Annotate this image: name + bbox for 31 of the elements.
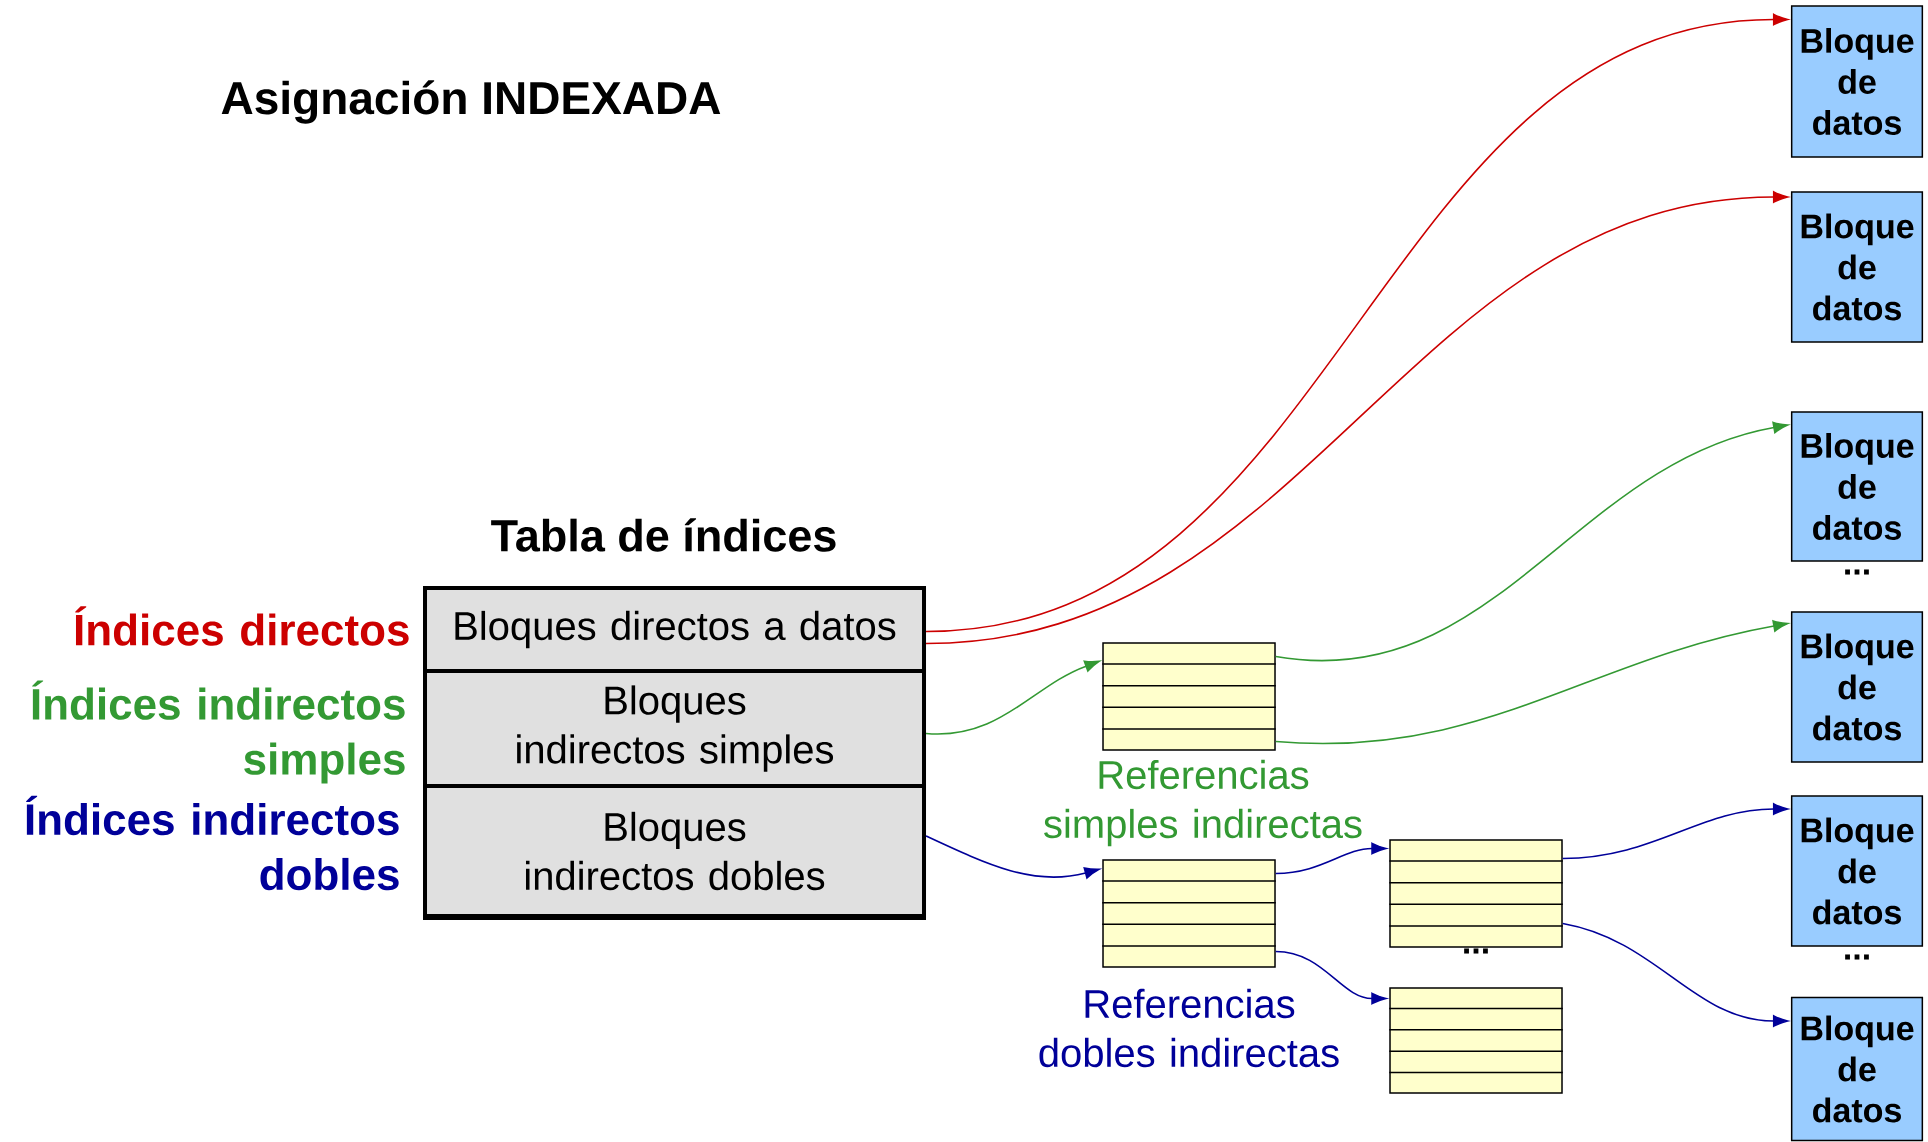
side-label: Índices indirectos simples (32, 680, 405, 784)
arrow (1274, 842, 1387, 875)
reference-block (1388, 839, 1564, 948)
arrow (1561, 803, 1789, 860)
ellipsis: ... (1845, 569, 1869, 575)
arrow (1274, 421, 1789, 662)
ellipsis: ... (1845, 954, 1869, 960)
data-block: Bloque de datos (1790, 996, 1924, 1142)
arrow (925, 13, 1789, 633)
arrow (925, 835, 1100, 879)
data-block: Bloque de datos (1790, 611, 1924, 763)
title: Asignación INDEXADA (221, 80, 721, 124)
arrow (1274, 950, 1387, 1005)
ellipsis: ... (1464, 948, 1488, 954)
side-label: Índices indirectos dobles (26, 795, 399, 891)
table-row: Bloques indirectos dobles (423, 784, 926, 918)
block-caption: Referencias simples indirectas (1044, 759, 1362, 847)
data-block: Bloque de datos (1790, 191, 1924, 343)
reference-block (1388, 987, 1564, 1094)
table-row: Bloques indirectos simples (423, 669, 926, 788)
data-block: Bloque de datos (1790, 5, 1924, 158)
data-block: Bloque de datos (1790, 411, 1924, 562)
side-label: Índices directos (75, 606, 409, 646)
arrow (925, 660, 1100, 735)
block-caption: Referencias dobles indirectas (1039, 988, 1339, 1068)
table-heading: Tabla de índices (491, 518, 836, 552)
table-row: Bloques directos a datos (423, 586, 926, 673)
arrow (925, 191, 1789, 645)
arrow (1561, 922, 1789, 1027)
arrow (1274, 620, 1789, 745)
data-block: Bloque de datos (1790, 795, 1924, 947)
